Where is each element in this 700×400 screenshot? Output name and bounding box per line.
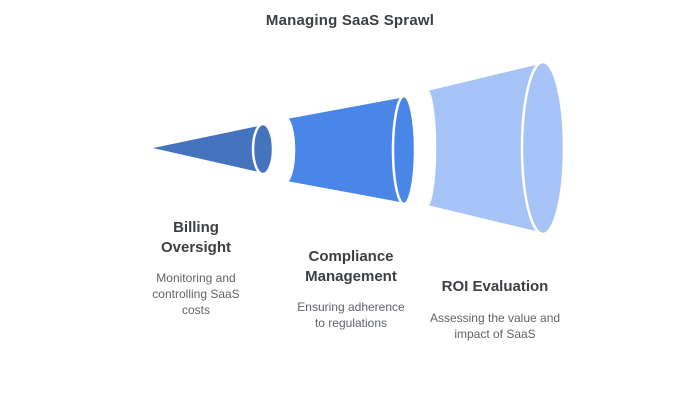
stage-heading: Billing Oversight <box>160 219 232 256</box>
funnel-segment-1-cap <box>251 122 275 176</box>
stage-description: Assessing the value and impact of SaaS <box>429 310 561 341</box>
stage-heading: Compliance Management <box>305 248 397 285</box>
stage-description: Ensuring adherence to regulations <box>297 300 405 331</box>
stage-label-compliance-management: Compliance Management Ensuring adherence… <box>292 247 410 331</box>
diagram-title: Managing SaaS Sprawl <box>265 12 435 29</box>
stage-description: Monitoring and controlling SaaS costs <box>152 271 240 318</box>
stage-label-billing-oversight: Billing Oversight Monitoring and control… <box>147 218 245 319</box>
funnel-segment-2-cap <box>391 94 417 206</box>
funnel-segment-3-cap <box>520 60 566 236</box>
stage-label-roi-evaluation: ROI Evaluation Assessing the value and i… <box>428 277 562 342</box>
stage-heading: ROI Evaluation <box>441 278 549 295</box>
